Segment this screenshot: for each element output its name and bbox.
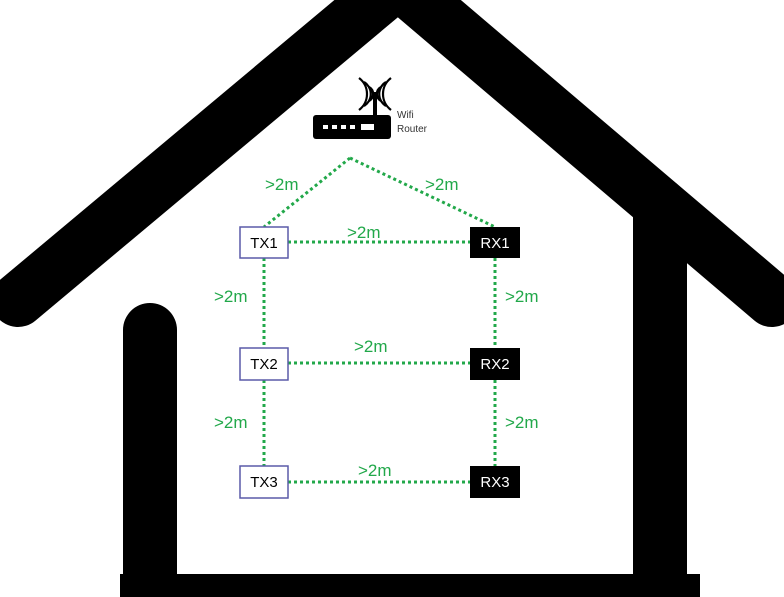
- distance-lines: [262, 156, 497, 484]
- tx3-label: TX3: [250, 474, 278, 491]
- label-rx2-rx3: >2m: [505, 413, 539, 432]
- tx1-node: TX1: [239, 226, 289, 259]
- distance-labels: >2m >2m >2m >2m >2m >2m >2m >2m >2m: [214, 175, 539, 480]
- house-walls: [123, 178, 687, 597]
- tx1-label: TX1: [250, 235, 278, 252]
- tx2-node: TX2: [239, 347, 289, 381]
- label-tx2-rx2: >2m: [354, 337, 388, 356]
- tx2-label: TX2: [250, 356, 278, 373]
- label-tx3-rx3: >2m: [358, 461, 392, 480]
- rx3-label: RX3: [480, 474, 509, 491]
- router-label-line2: Router: [397, 124, 428, 135]
- label-router-tx1: >2m: [265, 175, 299, 194]
- label-tx1-rx1: >2m: [347, 223, 381, 242]
- router-label-line1: Wifi: [397, 110, 414, 121]
- line-router-rx1: [349, 156, 496, 229]
- wifi-router-icon: Wifi Router: [313, 77, 428, 139]
- line-router-tx1: [263, 156, 351, 229]
- rx2-node: RX2: [470, 348, 520, 380]
- rx1-node: RX1: [470, 227, 520, 258]
- rx2-label: RX2: [480, 356, 509, 373]
- house-floor: [120, 574, 700, 597]
- label-tx1-tx2: >2m: [214, 287, 248, 306]
- label-router-rx1: >2m: [425, 175, 459, 194]
- tx3-node: TX3: [239, 465, 289, 499]
- label-tx2-tx3: >2m: [214, 413, 248, 432]
- label-rx1-rx2: >2m: [505, 287, 539, 306]
- rx1-label: RX1: [480, 235, 509, 252]
- rx3-node: RX3: [470, 466, 520, 498]
